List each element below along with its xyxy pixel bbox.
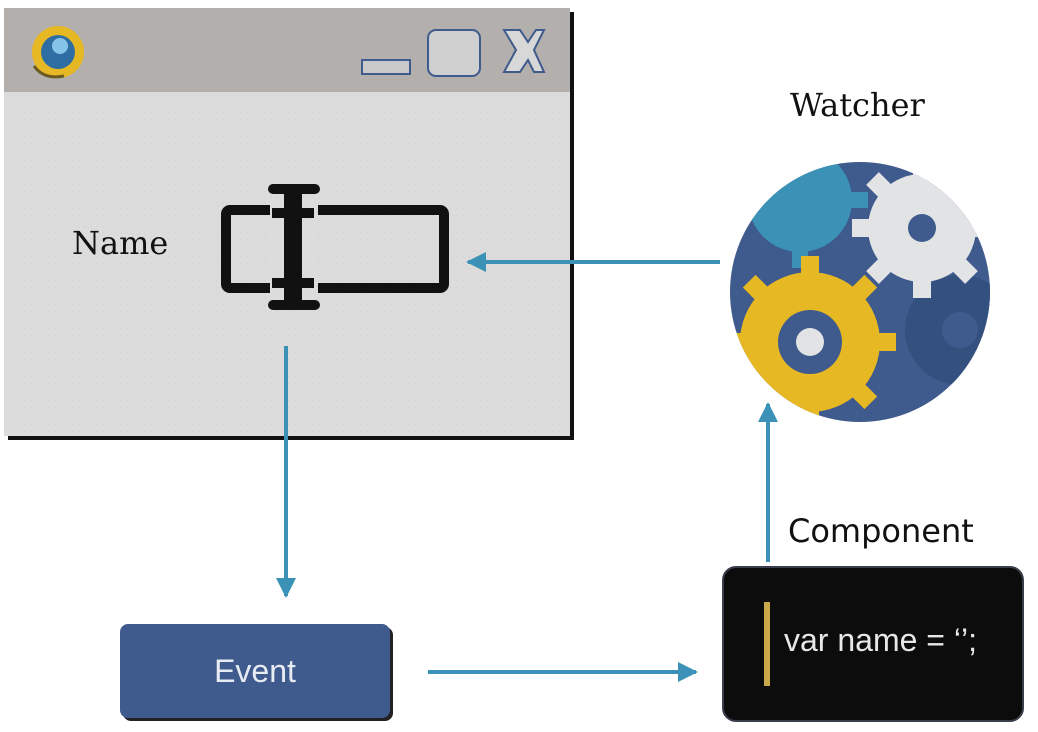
code-line: var name = ‘’;	[784, 622, 977, 658]
code-gutter-bar	[764, 602, 770, 686]
watcher-label: Watcher	[790, 86, 925, 124]
app-logo-icon	[32, 26, 84, 79]
component-code-block: var name = ‘’;	[722, 566, 1024, 722]
close-icon[interactable]	[502, 29, 546, 73]
name-field-label: Name	[72, 224, 169, 262]
text-cursor-icon	[268, 184, 320, 310]
component-label: Component	[788, 512, 974, 550]
gears-icon	[730, 162, 990, 422]
maximize-icon[interactable]	[427, 29, 481, 77]
minimize-icon[interactable]	[361, 59, 411, 75]
event-node: Event	[120, 624, 390, 718]
name-input-field[interactable]	[221, 200, 449, 300]
event-label: Event	[214, 652, 296, 689]
